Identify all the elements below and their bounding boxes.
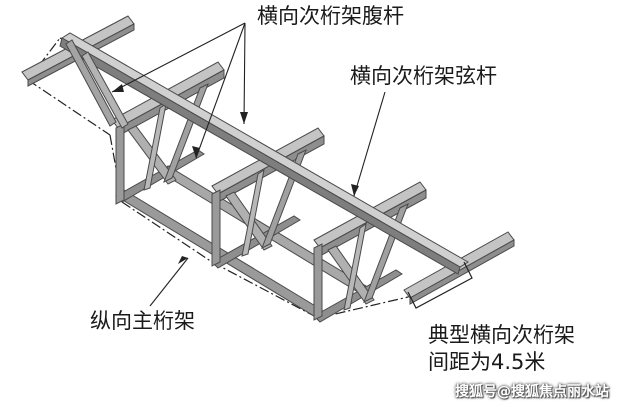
label-spacing-line2: 间距为4.5米 — [428, 350, 546, 374]
transverse-chord-member — [59, 32, 469, 275]
web-members-left — [65, 39, 129, 129]
label-spacing-line1: 典型横向次桁架 — [428, 323, 575, 347]
leader-arrowheads — [112, 84, 359, 264]
label-main-truss: 纵向主桁架 — [90, 309, 195, 333]
label-transverse-chord: 横向次桁架弦杆 — [350, 64, 497, 88]
label-spacing: 典型横向次桁架 间距为4.5米 — [428, 322, 575, 376]
spacing-bracket — [407, 261, 473, 309]
transverse-truss-1 — [111, 61, 225, 205]
transverse-truss-3 — [313, 181, 427, 323]
leader-lines — [111, 22, 386, 307]
label-transverse-web: 横向次桁架腹杆 — [257, 4, 404, 28]
watermark: 搜狐号@搜狐焦点丽水站 — [455, 384, 609, 400]
